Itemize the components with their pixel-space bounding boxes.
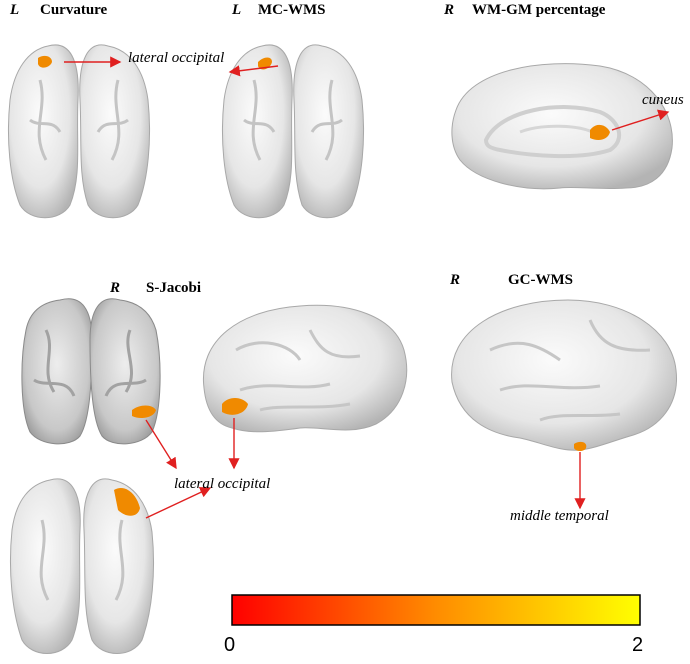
arrow-sjacobi-axial bbox=[145, 487, 212, 519]
hemisphere-label-mcwms: L bbox=[232, 2, 242, 18]
sjacobi-posterior-cluster bbox=[132, 405, 156, 418]
panel-title-curvature: Curvature bbox=[40, 2, 108, 18]
hemisphere-label-wmgm: R bbox=[444, 2, 455, 18]
sjacobi-posterior-brain bbox=[21, 298, 161, 445]
curvature-brain bbox=[7, 44, 151, 219]
sjacobi-axial-cluster bbox=[114, 488, 140, 516]
mcwms-brain bbox=[221, 44, 365, 219]
curvature-cluster bbox=[38, 55, 52, 68]
colorbar-min-label: 0 bbox=[224, 634, 236, 656]
sjacobi-lateral-cluster bbox=[222, 398, 248, 415]
arrow-lateral-occipital-mcwms bbox=[228, 65, 279, 77]
hemisphere-label-gcwms: R bbox=[450, 272, 461, 288]
sjacobi-axial-brain bbox=[9, 478, 155, 654]
annotation-middle-temporal: middle temporal bbox=[510, 508, 609, 524]
annotation-cuneus: cuneus bbox=[642, 92, 684, 108]
wmgm-brain bbox=[451, 63, 673, 190]
arrow-cuneus bbox=[611, 109, 670, 131]
middle-temporal-cluster bbox=[574, 441, 587, 451]
panel-title-mcwms: MC-WMS bbox=[258, 2, 326, 18]
cuneus-cluster bbox=[590, 124, 610, 140]
colorbar-max-label: 2 bbox=[632, 634, 644, 656]
annotation-lateral-occipital-bottom: lateral occipital bbox=[174, 476, 271, 492]
panel-title-gcwms: GC-WMS bbox=[508, 272, 573, 288]
annotation-lateral-occipital-top: lateral occipital bbox=[128, 50, 225, 66]
arrow-sjacobi-posterior bbox=[145, 419, 177, 470]
gcwms-brain bbox=[451, 299, 677, 451]
panel-title-sjacobi: S-Jacobi bbox=[146, 280, 202, 296]
hemisphere-label-curvature: L bbox=[10, 2, 20, 18]
sjacobi-lateral-brain bbox=[202, 304, 408, 433]
panel-title-wmgm: WM-GM percentage bbox=[472, 2, 606, 18]
colorbar bbox=[231, 594, 641, 626]
hemisphere-label-sjacobi: R bbox=[110, 280, 121, 296]
